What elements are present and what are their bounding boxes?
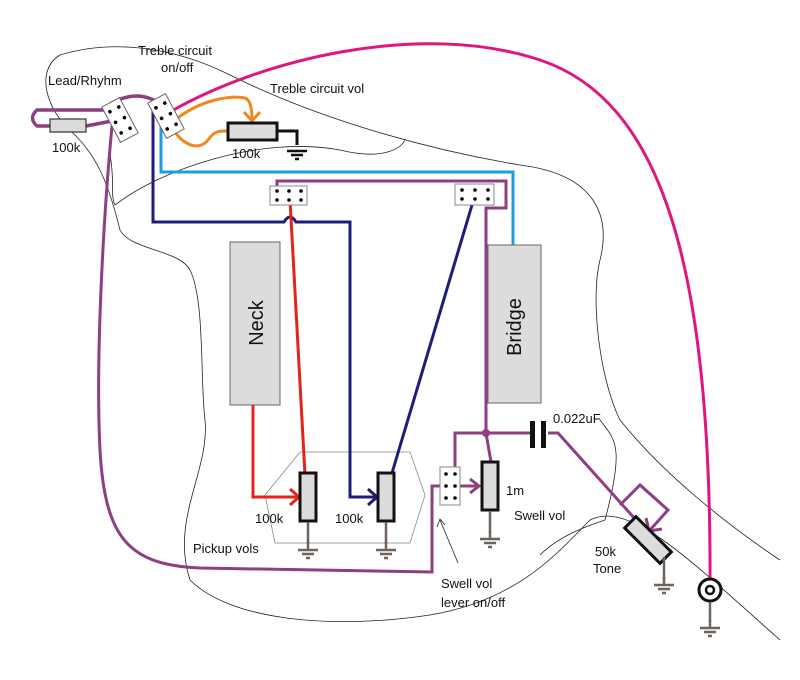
swell-lever-switch[interactable] — [439, 466, 461, 506]
light-blue-wire — [159, 124, 515, 245]
treble-pot-ground-wire — [277, 129, 299, 145]
ground-icon — [296, 522, 320, 560]
pickup-vols-label: Pickup vols — [193, 541, 259, 556]
bridge-label: Bridge — [504, 298, 526, 356]
pointer-arrowhead — [436, 518, 446, 528]
ground-icon — [652, 557, 676, 595]
tone-pot[interactable] — [622, 514, 674, 566]
treble-switch-label: Treble circuit — [138, 43, 212, 58]
lead-rhythm-switch[interactable] — [101, 96, 139, 144]
lead-resistor — [49, 118, 87, 133]
orange-wire-top — [174, 95, 262, 124]
swell-vol-label: Swell vol — [514, 508, 565, 523]
neck-label: Neck — [246, 299, 268, 346]
capacitor-label: 0.022uF — [553, 411, 601, 426]
ground-icon — [374, 522, 398, 560]
neck-volume-pot[interactable] — [298, 471, 318, 523]
ground-icon — [698, 602, 722, 638]
orange-wire-bottom — [170, 127, 229, 148]
tone-label: Tone — [593, 561, 621, 576]
capacitor-plate — [541, 421, 546, 448]
capacitor-plate — [530, 421, 535, 448]
treble-pot[interactable] — [226, 121, 279, 142]
pickup-vols-outline — [264, 451, 426, 544]
swell-volume-pot[interactable] — [480, 460, 500, 512]
output-jack[interactable] — [697, 577, 723, 603]
navy-wire-bridge — [390, 194, 477, 474]
ground-icon — [478, 511, 502, 549]
purple-wire-pickups — [275, 179, 508, 432]
lead-resistor-label: 100k — [52, 140, 81, 155]
pointer-arrow — [439, 519, 459, 564]
neck-pot-label: 100k — [255, 511, 284, 526]
treble-pot-label: 100k — [232, 146, 261, 161]
red-wire-neck — [251, 405, 302, 507]
bridge-pickup — [487, 244, 542, 404]
ground-icon — [287, 149, 307, 161]
neck-selector-switch[interactable] — [269, 185, 308, 206]
neck-pickup — [229, 241, 281, 406]
bridge-volume-pot[interactable] — [376, 471, 396, 523]
swell-pot-label: 1m — [506, 483, 524, 498]
bridge-selector-switch[interactable] — [454, 183, 495, 206]
treble-vol-label: Treble circuit vol — [270, 81, 364, 96]
red-wire-switch — [288, 199, 307, 476]
purple-wire-tone — [453, 431, 638, 522]
treble-area-outline — [109, 139, 406, 206]
purple-wire-main — [97, 125, 482, 574]
tone-pot-label: 50k — [595, 544, 616, 559]
bridge-pot-label: 100k — [335, 511, 364, 526]
swell-lever-label: Swell vol — [441, 576, 492, 591]
magenta-wire — [169, 42, 712, 591]
swell-lever-label-2: lever on/off — [441, 595, 505, 610]
lead-rhythm-label: Lead/Rhyhm — [48, 73, 122, 88]
pickguard-lower-outline — [539, 419, 617, 556]
treble-circuit-switch[interactable] — [147, 92, 185, 140]
treble-switch-label-2: on/off — [161, 60, 194, 75]
junction-dot — [482, 429, 490, 437]
